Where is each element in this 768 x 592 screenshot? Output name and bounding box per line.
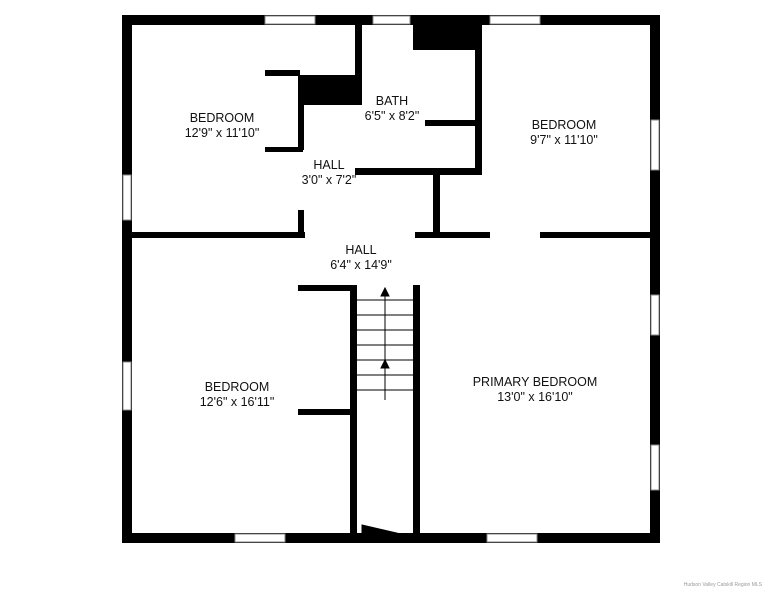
room-size: 12'6" x 16'11" xyxy=(199,395,275,409)
watermark: Hudson Valley Catskill Region MLS xyxy=(683,582,762,588)
room-name: BEDROOM xyxy=(204,380,270,394)
room-size: 12'9" x 11'10" xyxy=(184,126,260,140)
windows xyxy=(122,15,660,543)
room-name: PRIMARY BEDROOM xyxy=(472,375,598,389)
room-name: HALL xyxy=(313,158,345,172)
room-size: 13'0" x 16'10" xyxy=(497,390,573,404)
room-size: 9'7" x 11'10" xyxy=(530,133,598,147)
room-name: BEDROOM xyxy=(189,111,255,125)
room-size: 6'5" x 8'2" xyxy=(364,109,420,123)
stairs xyxy=(357,286,413,536)
room-size: 3'0" x 7'2" xyxy=(301,173,357,187)
room-name: BATH xyxy=(375,94,409,108)
room-name: BEDROOM xyxy=(531,118,597,132)
room-size: 6'4" x 14'9" xyxy=(330,258,392,272)
room-name: HALL xyxy=(345,243,377,257)
